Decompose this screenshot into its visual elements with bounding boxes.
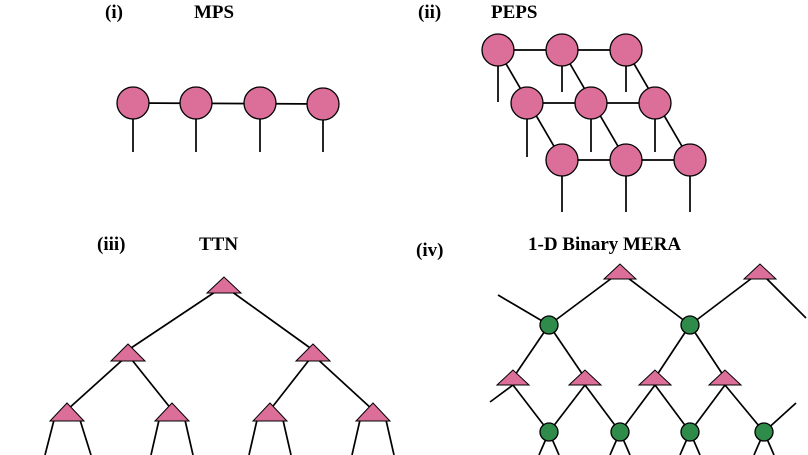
peps-tensor-r3c3	[673, 143, 707, 177]
mps-bonds	[132, 102, 324, 152]
mera-isometry-top-2	[742, 263, 778, 280]
panel-mera-title: 1-D Binary MERA	[528, 234, 681, 255]
mera-disentangler-top-2	[680, 315, 700, 335]
mera-disentangler-bottom-3	[680, 422, 700, 442]
panel-ttn-index: (iii)	[97, 234, 126, 255]
peps-tensor-r2c3	[638, 86, 672, 120]
ttn-tensor-l2-4	[354, 402, 392, 422]
peps-diagram	[481, 33, 707, 212]
mera-isometry-mid-3	[637, 369, 673, 386]
panel-mps-index: (i)	[105, 2, 123, 23]
ttn-tensor-l2-2	[153, 402, 191, 422]
mera-disentangler-bottom-2	[610, 422, 630, 442]
peps-tensor-r1c2	[545, 33, 579, 67]
mps-tensor-1	[116, 86, 150, 120]
mera-isometry-top-1	[602, 263, 638, 280]
panel-peps-title: PEPS	[491, 2, 537, 23]
peps-tensor-r3c1	[545, 143, 579, 177]
panel-mera-index: (iv)	[416, 240, 443, 261]
mera-disentangler-top-1	[539, 315, 559, 335]
ttn-tensor-l1-left	[109, 343, 147, 362]
peps-tensor-r1c3	[609, 33, 643, 67]
mps-diagram	[116, 86, 340, 152]
mera-diagram	[489, 263, 807, 455]
mera-disentangler-bottom-1	[539, 422, 559, 442]
mps-tensor-3	[243, 86, 277, 120]
ttn-tensor-l1-right	[294, 343, 332, 362]
ttn-tensor-l2-3	[251, 402, 289, 422]
mps-tensor-2	[179, 86, 213, 120]
mera-isometry-mid-2	[567, 369, 603, 386]
ttn-tensor-l2-1	[48, 402, 86, 422]
panel-mps-title: MPS	[194, 2, 234, 23]
peps-bonds	[497, 49, 691, 212]
panel-peps-index: (ii)	[418, 2, 441, 23]
panel-ttn-title: TTN	[199, 234, 238, 255]
peps-tensor-r1c1	[481, 33, 515, 67]
mera-disentangler-bottom-4	[754, 422, 774, 442]
mera-isometry-mid-4	[707, 369, 743, 386]
ttn-bonds	[44, 285, 395, 455]
mera-isometry-mid-1	[495, 369, 531, 386]
mps-tensor-4	[306, 87, 340, 121]
ttn-diagram	[44, 276, 395, 455]
peps-tensor-r2c2	[574, 86, 608, 120]
peps-tensor-r3c2	[609, 143, 643, 177]
peps-tensor-r2c1	[510, 86, 544, 120]
ttn-root-tensor	[205, 276, 243, 294]
mera-bonds	[489, 271, 807, 455]
